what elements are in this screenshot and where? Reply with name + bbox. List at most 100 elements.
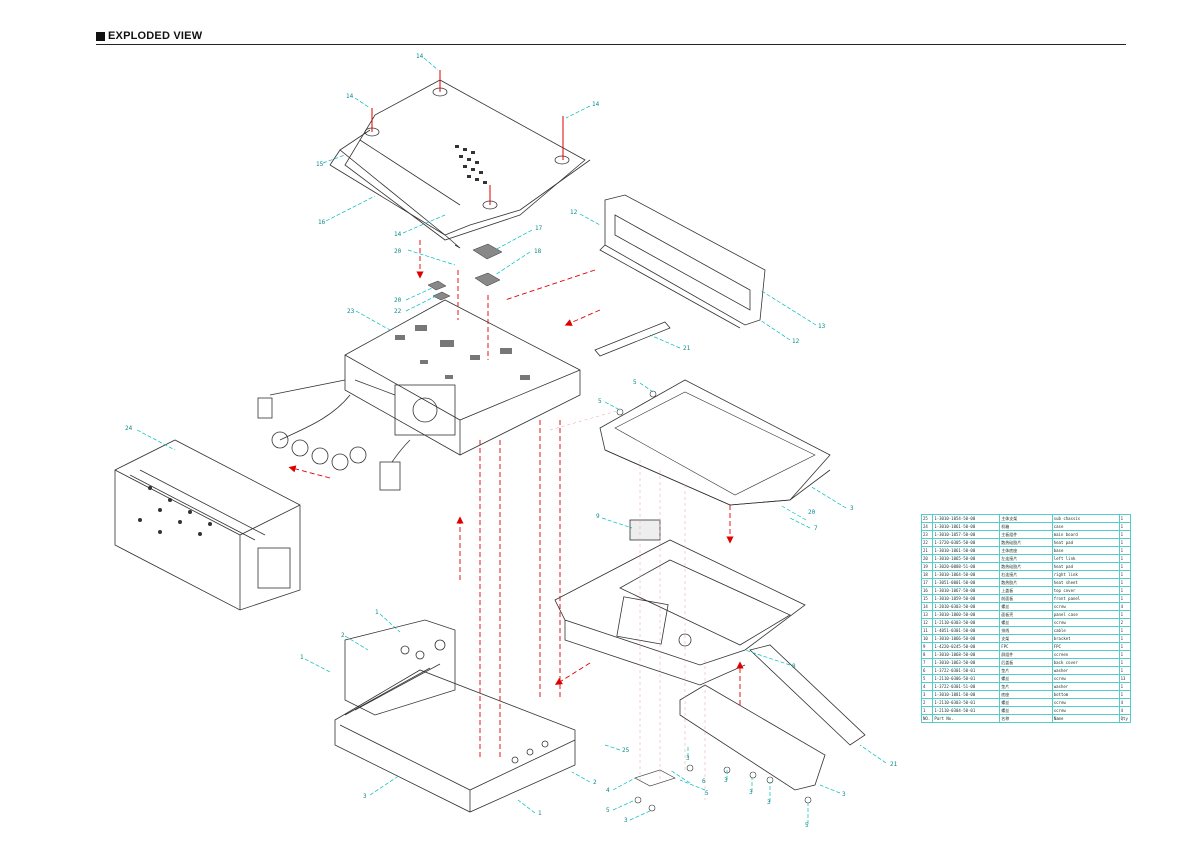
parts-table-cell-no: 5 [920, 674, 934, 683]
parts-table-cell-qty: 4 [1118, 698, 1132, 707]
callout-14: 14 [394, 231, 402, 238]
header-bullet-square [96, 32, 105, 41]
parts-table-cell-no: 22 [920, 538, 934, 547]
parts-table-cell-qty: 4 [1118, 706, 1132, 715]
parts-table-cell-qty: 1 [1118, 562, 1132, 571]
parts-table-cell-code: 1-2110-0306-50-01 [932, 674, 1001, 683]
parts-table-cell-qty: 1 [1118, 570, 1132, 579]
parts-table-cell-no: 19 [920, 562, 934, 571]
callout-25: 25 [622, 747, 630, 754]
parts-table-cell-en: washer [1051, 666, 1120, 675]
parts-table-cell-code: 1-3722-0301-50-01 [932, 666, 1001, 675]
callout-6: 6 [702, 778, 706, 785]
parts-table-cell-no: 21 [920, 546, 934, 555]
parts-table-cell-cn: 主板组件 [999, 530, 1053, 539]
parts-table-cell-no: 25 [920, 514, 934, 523]
ribbon-cable-part [594, 321, 671, 357]
parts-table-cell-en: left link [1051, 554, 1120, 563]
parts-table-cell-cn: 主体底座 [999, 546, 1053, 555]
callout-17: 17 [535, 225, 543, 232]
parts-table-cell-en: screw [1051, 674, 1120, 683]
parts-table-cell-en: heat sheet [1051, 578, 1120, 587]
parts-table-cell-no: 17 [920, 578, 934, 587]
parts-table-cell-qty: 1 [1118, 634, 1132, 643]
callout-12: 12 [792, 338, 800, 345]
parts-table-cell-no: 8 [920, 650, 934, 659]
parts-table-cell-no: 7 [920, 658, 934, 667]
parts-table-cell-code: 1-4220-0245-50-00 [932, 642, 1001, 651]
parts-table-cell-code: 1-3010-1064-50-00 [932, 570, 1001, 579]
parts-table-cell-code: Part No. [932, 714, 1001, 723]
parts-table-cell-qty: 1 [1118, 626, 1132, 635]
parts-table-cell-code: 1-4051-0301-50-00 [932, 626, 1001, 635]
parts-table-cell-en: screw [1051, 602, 1120, 611]
projection-lines [549, 409, 706, 800]
parts-table-cell-cn: 名称 [999, 714, 1053, 723]
parts-table-cell-code: 1-3010-1067-50-00 [932, 586, 1001, 595]
parts-table-cell-en: back cover [1051, 658, 1120, 667]
parts-table-cell-code: 1-3010-1063-50-00 [932, 658, 1001, 667]
parts-table-cell-en: screw [1051, 618, 1120, 627]
parts-table-cell-qty: 1 [1118, 554, 1132, 563]
callout-14: 14 [346, 93, 354, 100]
parts-table-cell-qty: 1 [1118, 690, 1132, 699]
parts-table-cell-qty: 1 [1118, 658, 1132, 667]
callout-15: 15 [316, 161, 324, 168]
parts-table-cell-en: base [1051, 546, 1120, 555]
parts-table-cell-en: front panel [1051, 594, 1120, 603]
parts-table-cell-no: 6 [920, 666, 934, 675]
parts-table-cell-en: panel case [1051, 610, 1120, 619]
parts-table-cell-code: 1-3051-0001-50-00 [932, 578, 1001, 587]
parts-table-cell-no: 3 [920, 690, 934, 699]
parts-table-cell-no: NO. [920, 714, 934, 723]
parts-table-cell-qty: 1 [1118, 642, 1132, 651]
parts-table-cell-en: main board [1051, 530, 1120, 539]
callout-9: 9 [596, 513, 600, 520]
callout-18: 18 [534, 248, 542, 255]
parts-table-cell-qty: 2 [1118, 618, 1132, 627]
parts-table-cell-code: 1-3720-0305-50-00 [932, 538, 1001, 547]
parts-table-cell-qty: 1 [1118, 578, 1132, 587]
callout-2: 2 [341, 632, 345, 639]
parts-table-cell-code: 1-3010-1059-50-00 [932, 594, 1001, 603]
callout-5: 5 [598, 398, 602, 405]
parts-table-cell-qty: 1 [1118, 682, 1132, 691]
parts-table-cell-cn: 螺丝 [999, 602, 1053, 611]
page-header: EXPLODED VIEW [96, 30, 1126, 44]
parts-table-cell-cn: 螺丝 [999, 674, 1053, 683]
wiring-harness [257, 379, 411, 491]
parts-table-cell-en: Name [1051, 714, 1120, 723]
parts-table-cell-code: 1-3010-1057-50-00 [932, 530, 1001, 539]
callout-2: 2 [593, 779, 597, 786]
parts-table-cell-qty: 1 [1118, 666, 1132, 675]
main-board-part [344, 299, 581, 456]
case-part [114, 439, 301, 611]
parts-table-cell-code: 1-2110-0304-50-01 [932, 706, 1001, 715]
callout-4: 4 [606, 787, 610, 794]
parts-table-cell-cn: 主体支架 [999, 514, 1053, 523]
parts-table-cell-code: 1-2110-0303-50-01 [932, 698, 1001, 707]
leader-lines [136, 57, 887, 824]
header-divider [96, 44, 1126, 45]
callout-7: 7 [814, 525, 818, 532]
small-screws [616, 390, 812, 812]
parts-table-cell-cn: 屏组件 [999, 650, 1053, 659]
parts-table-cell-qty: 1 [1118, 610, 1132, 619]
parts-table-cell-cn: 散热硅胶片 [999, 538, 1053, 547]
parts-table-cell-code: 1-3010-1061-50-00 [932, 522, 1001, 531]
page-title: EXPLODED VIEW [108, 30, 203, 42]
parts-table-cell-en: bracket [1051, 634, 1120, 643]
top-cover-part [329, 79, 591, 249]
callout-22: 22 [394, 308, 402, 315]
parts-table-cell-cn: 后盖板 [999, 658, 1053, 667]
